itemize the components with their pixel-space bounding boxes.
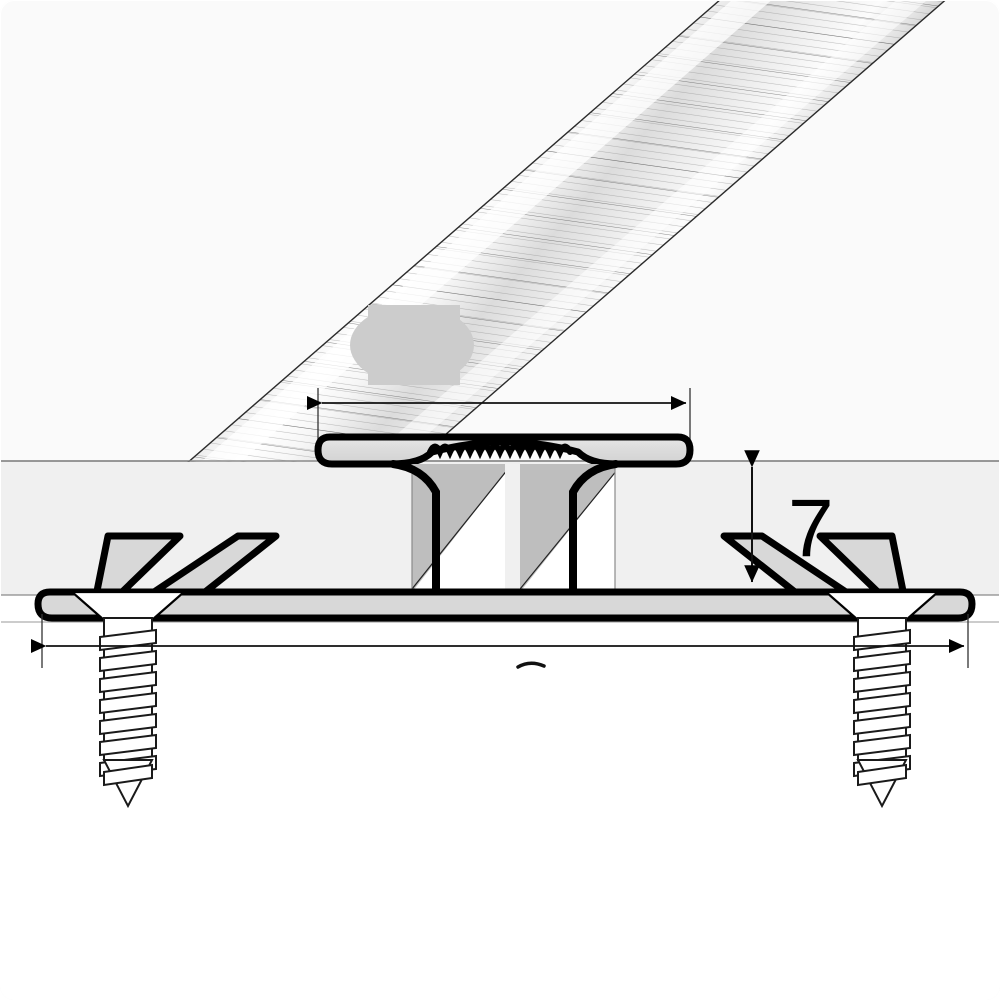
base-plate [34, 588, 976, 622]
serration-texture [427, 443, 573, 460]
dimension-label-7: 7 [788, 483, 834, 574]
web-wall-left [389, 460, 440, 594]
web-wall-right [569, 460, 620, 594]
center-mark-arc [516, 661, 546, 669]
cover-cap-cross-section [314, 433, 694, 468]
dimension-height-7: 7 [744, 450, 834, 583]
t-slot-channel [389, 460, 620, 594]
dimension-base-width [30, 614, 969, 668]
